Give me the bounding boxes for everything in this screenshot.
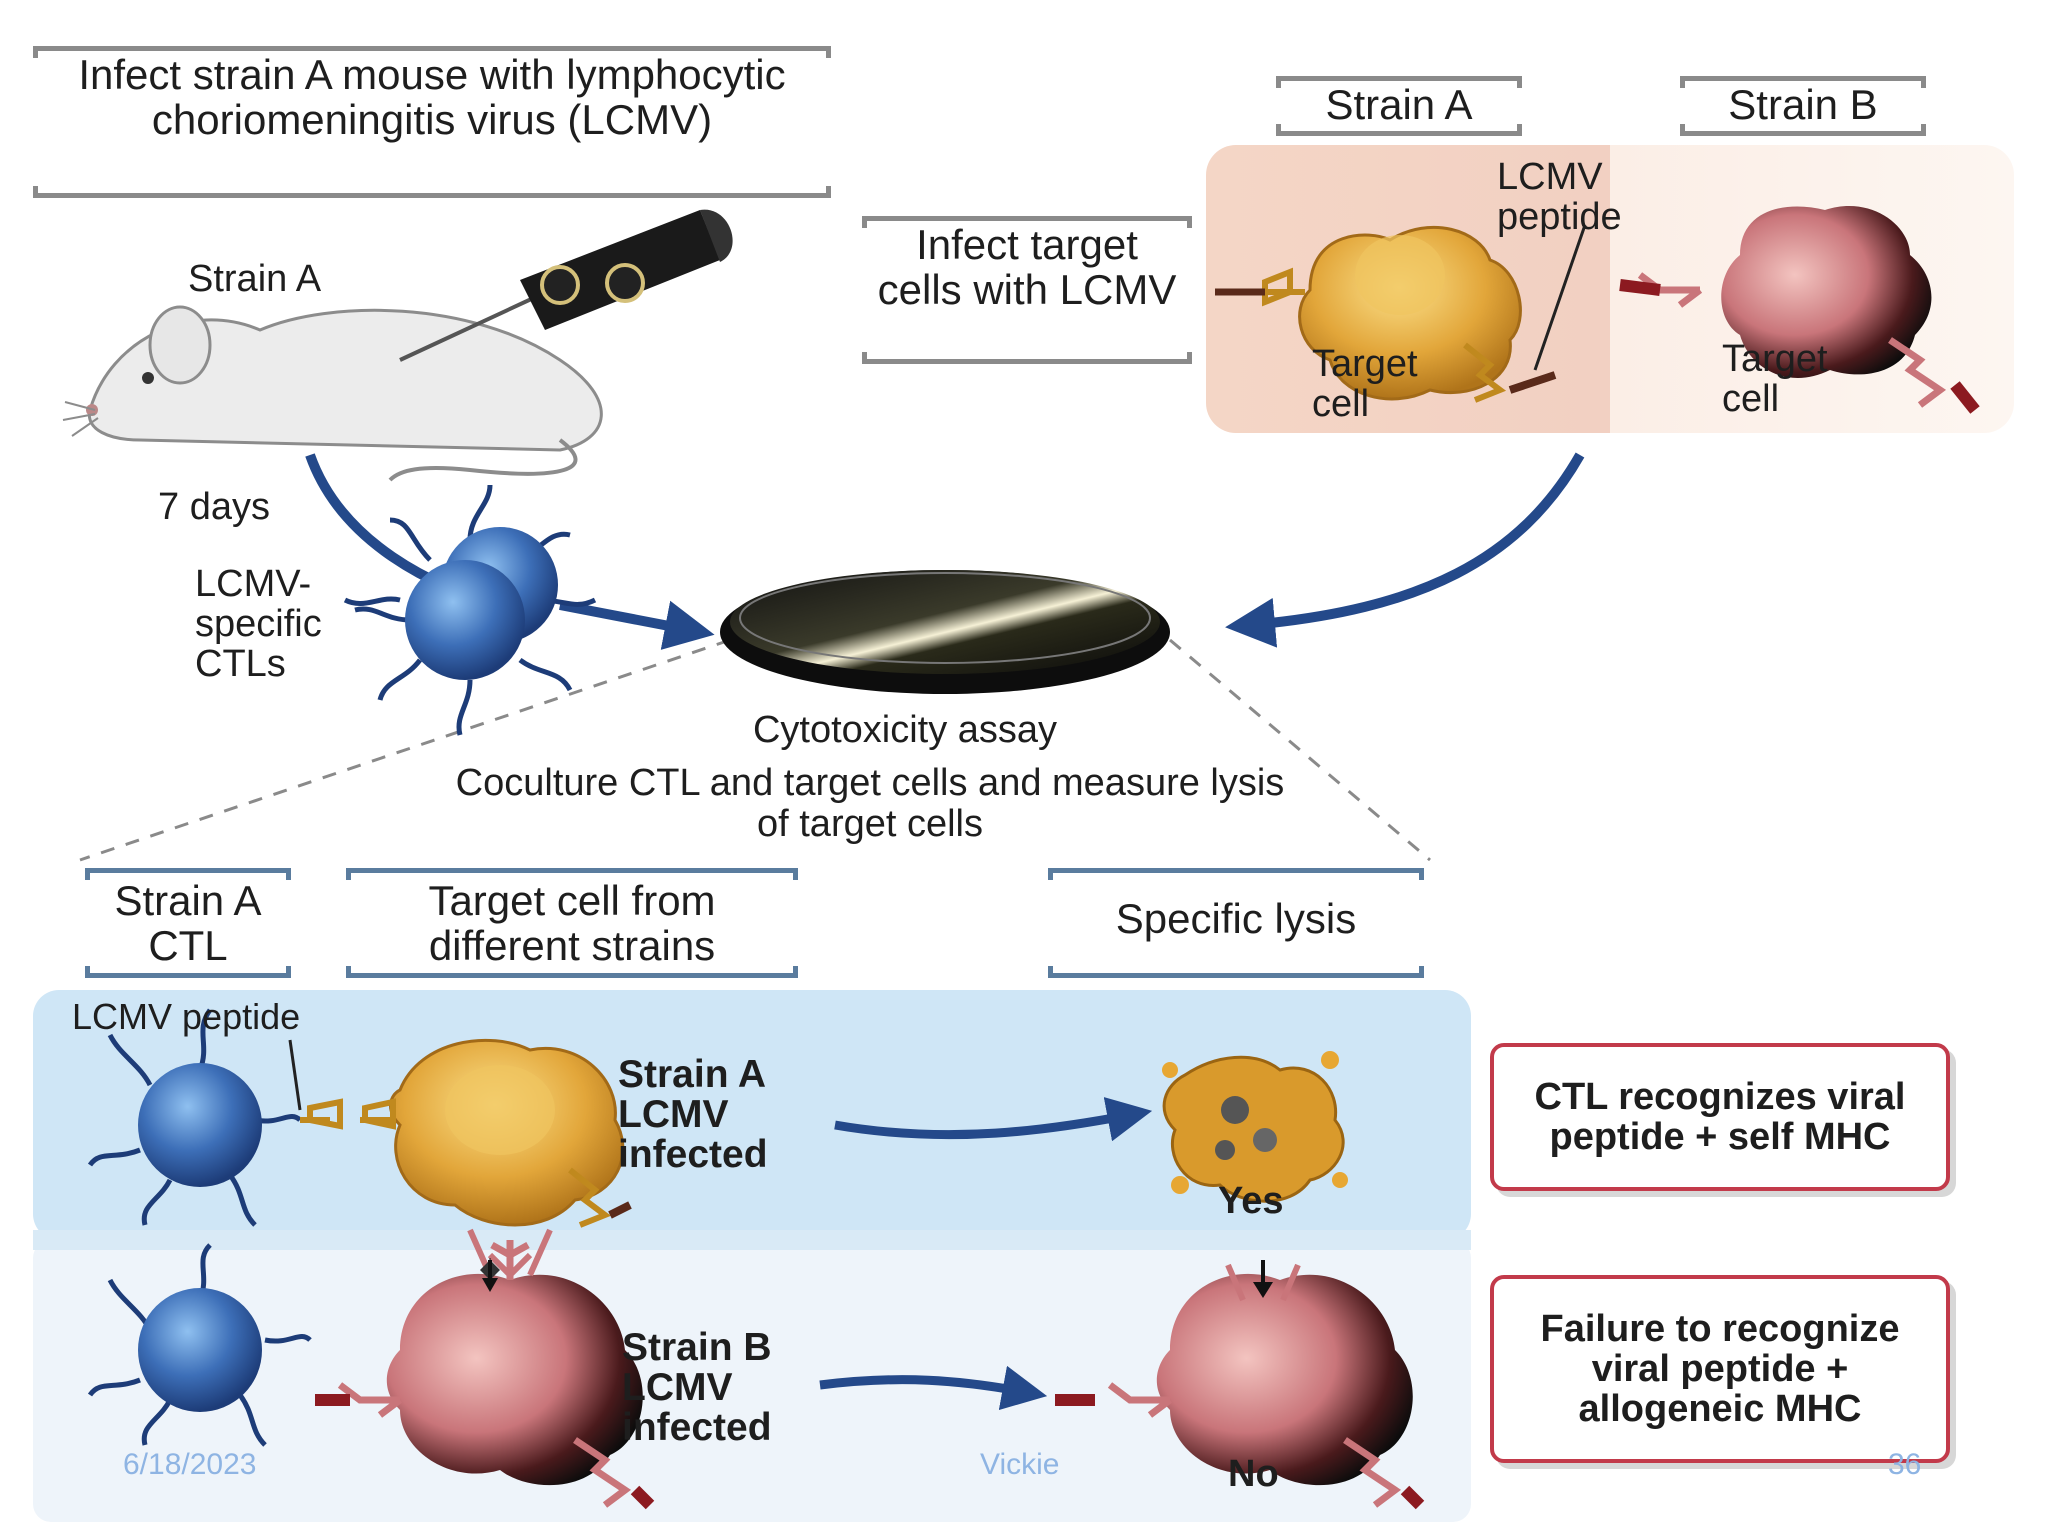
row-strain-b-bg bbox=[33, 1240, 1471, 1522]
assay-description: Coculture CTL and target cells and measu… bbox=[455, 762, 1285, 846]
note-failure: Failure to recognize viral peptide + all… bbox=[1540, 1307, 1900, 1431]
note-failure-box: Failure to recognize viral peptide + all… bbox=[1490, 1275, 1950, 1463]
ctl-cell-row2 bbox=[138, 1288, 262, 1412]
col-strain-ctl-box bbox=[85, 868, 291, 978]
infect-target-box bbox=[862, 216, 1192, 364]
target-cell-strain-b-top bbox=[1619, 206, 1980, 414]
target-cell-row1 bbox=[360, 1038, 632, 1228]
ctl-cell-row1 bbox=[138, 1063, 262, 1187]
target-cell-row2-result bbox=[1055, 1260, 1425, 1510]
strain-b-header-box bbox=[1680, 76, 1926, 136]
col-lysis-box bbox=[1048, 868, 1424, 978]
row1-result: Yes bbox=[1218, 1180, 1284, 1222]
mouse-illustration bbox=[62, 305, 603, 482]
target-cell-row2 bbox=[315, 1228, 655, 1510]
col-target: Target cell from different strains bbox=[428, 877, 716, 970]
infect-target-label: Infect target cells with LCMV bbox=[877, 221, 1177, 314]
col-strain-ctl: Strain A CTL bbox=[114, 877, 262, 970]
note-recognize-box: CTL recognizes viral peptide + self MHC bbox=[1490, 1043, 1950, 1191]
target-cell-a-label: Target cell bbox=[1312, 343, 1418, 425]
target-cell-b-label: Target cell bbox=[1722, 338, 1828, 420]
footer-page-number: 36 bbox=[1888, 1448, 1922, 1481]
lysed-cell-row1 bbox=[1162, 1051, 1348, 1203]
days-label: 7 days bbox=[158, 486, 270, 528]
infect-mouse-label: Infect strain A mouse with lymphocytic c… bbox=[78, 51, 786, 144]
infect-mouse-box bbox=[33, 46, 831, 198]
syringe-illustration bbox=[399, 209, 733, 362]
assay-title: Cytotoxicity assay bbox=[752, 709, 1058, 751]
row-strain-a-bg bbox=[33, 990, 1471, 1240]
col-lysis: Specific lysis bbox=[1115, 895, 1357, 942]
row1-peptide-label: LCMV peptide bbox=[72, 996, 301, 1037]
strain-b-header: Strain B bbox=[1728, 81, 1878, 128]
lcmv-peptide-top-label: LCMV peptide bbox=[1497, 156, 1622, 238]
row1-target-label: Strain A LCMV infected bbox=[618, 1053, 768, 1177]
ctl-cell-top bbox=[343, 484, 597, 607]
footer-author: Vickie bbox=[980, 1448, 1060, 1481]
note-recognize: CTL recognizes viral peptide + self MHC bbox=[1534, 1075, 1906, 1158]
row2-target-label: Strain B LCMV infected bbox=[622, 1326, 772, 1450]
ctl-label: LCMV-specific CTLs bbox=[195, 563, 322, 685]
mouse-strain-label: Strain A bbox=[188, 258, 322, 300]
footer-date: 6/18/2023 bbox=[123, 1448, 257, 1481]
strain-a-header: Strain A bbox=[1325, 81, 1473, 128]
strain-a-header-box bbox=[1276, 76, 1522, 136]
col-target-box bbox=[346, 868, 798, 978]
row2-result: No bbox=[1228, 1453, 1279, 1495]
target-cell-strain-a-top bbox=[1215, 225, 1557, 403]
